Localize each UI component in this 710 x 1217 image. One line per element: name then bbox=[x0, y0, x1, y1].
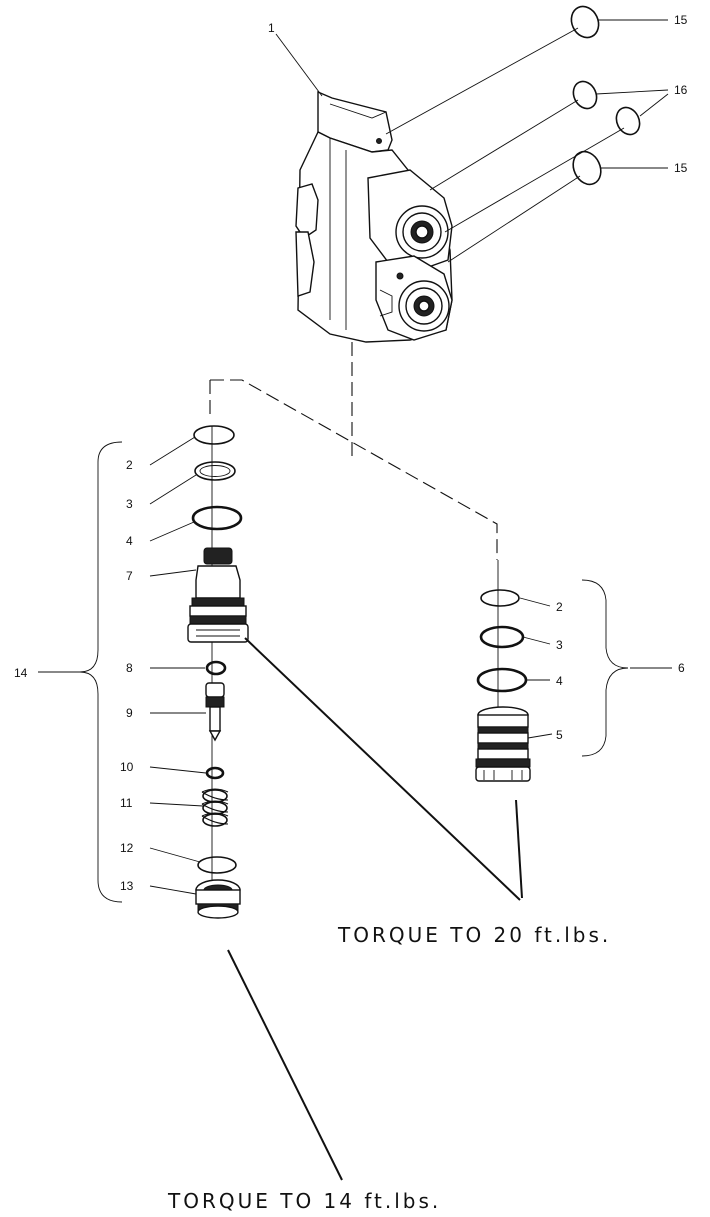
callout-15-upper: 15 bbox=[674, 13, 688, 27]
callout-4-right: 4 bbox=[556, 674, 563, 688]
valve-body bbox=[295, 90, 453, 343]
poppet-9 bbox=[205, 682, 225, 742]
o-ring-16-right bbox=[615, 106, 641, 136]
callout-4-left: 4 bbox=[126, 534, 133, 548]
callout-15-lower: 15 bbox=[674, 161, 688, 175]
o-ring-2-left bbox=[193, 425, 235, 445]
callout-6: 6 bbox=[678, 661, 685, 675]
plug-13 bbox=[195, 879, 241, 919]
o-ring-15-lower bbox=[572, 150, 602, 186]
callout-3-left: 3 bbox=[126, 497, 133, 511]
callout-8: 8 bbox=[126, 661, 133, 675]
backup-ring-3-left bbox=[194, 461, 236, 481]
torque-label-20: TORQUE TO 20 ft.lbs. bbox=[337, 923, 611, 947]
o-ring-4-right bbox=[476, 667, 528, 693]
callout-13: 13 bbox=[120, 879, 134, 893]
callout-5: 5 bbox=[556, 728, 563, 742]
callout-14: 14 bbox=[14, 666, 28, 680]
callout-3-right: 3 bbox=[556, 638, 563, 652]
backup-ring-3-right bbox=[479, 625, 525, 649]
o-ring-2-right bbox=[480, 589, 520, 607]
o-ring-15-upper bbox=[570, 5, 600, 39]
o-ring-4-left bbox=[191, 505, 243, 531]
o-ring-12 bbox=[197, 856, 237, 874]
torque-label-14: TORQUE TO 14 ft.lbs. bbox=[167, 1189, 441, 1213]
cartridge-7 bbox=[187, 547, 249, 643]
callout-10: 10 bbox=[120, 760, 134, 774]
callout-1: 1 bbox=[268, 21, 275, 35]
spring-11 bbox=[201, 788, 229, 827]
callout-11: 11 bbox=[120, 796, 133, 810]
callout-2-left: 2 bbox=[126, 458, 133, 472]
seal-8 bbox=[205, 660, 227, 676]
cartridge-5 bbox=[475, 706, 531, 782]
callout-16: 16 bbox=[674, 83, 688, 97]
callout-12: 12 bbox=[120, 841, 134, 855]
o-ring-16-left bbox=[572, 80, 598, 110]
callout-7: 7 bbox=[126, 569, 133, 583]
washer-10 bbox=[205, 766, 225, 780]
callout-9: 9 bbox=[126, 706, 133, 720]
callout-2-right: 2 bbox=[556, 600, 563, 614]
